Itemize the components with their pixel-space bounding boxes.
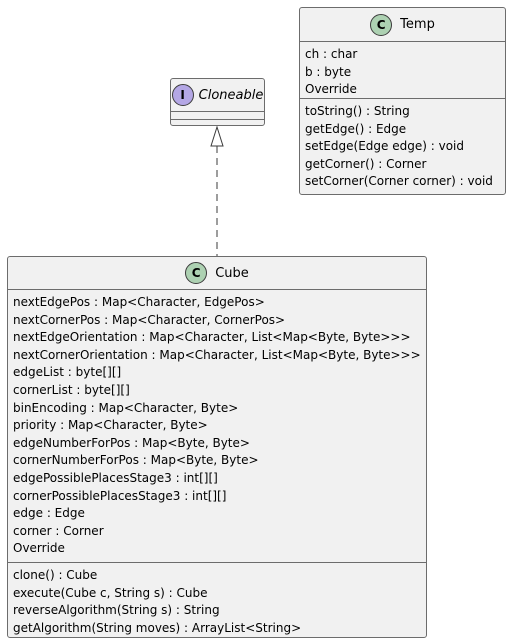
class-cube-header: C Cube xyxy=(8,257,426,289)
class-stereotype-icon: C xyxy=(185,262,208,284)
method-row: execute(Cube c, String s) : Cube xyxy=(13,585,208,600)
interface-cloneable[interactable]: I Cloneable xyxy=(170,78,265,126)
field-row: nextCornerPos : Map<Character, CornerPos… xyxy=(13,312,286,327)
field-row: edge : Edge xyxy=(13,506,85,521)
method-row: setEdge(Edge edge) : void xyxy=(305,139,464,154)
method-row: toString() : String xyxy=(305,104,410,118)
class-cube-methods: clone() : Cube execute(Cube c, String s)… xyxy=(8,562,426,639)
field-row: edgePossiblePlacesStage3 : int[][] xyxy=(13,470,218,485)
field-row: cornerNumberForPos : Map<Byte, Byte> xyxy=(13,453,259,468)
class-stereotype-icon: C xyxy=(370,13,393,36)
interface-cloneable-fields xyxy=(171,111,264,119)
class-temp-methods: toString() : String getEdge() : Edge set… xyxy=(300,98,505,193)
method-row: getEdge() : Edge xyxy=(305,121,407,136)
class-temp[interactable]: C Temp ch : char b : byte Override toStr… xyxy=(299,7,506,195)
field-row: cornerList : byte[][] xyxy=(13,382,130,397)
field-row: nextEdgeOrientation : Map<Character, Lis… xyxy=(13,330,411,345)
field-row: priority : Map<Character, Byte> xyxy=(13,418,208,433)
field-row: nextCornerOrientation : Map<Character, L… xyxy=(13,347,421,362)
interface-cloneable-methods xyxy=(171,119,264,125)
class-cube[interactable]: C Cube nextEdgePos : Map<Character, Edge… xyxy=(7,256,427,638)
method-row: reverseAlgorithm(String s) : String xyxy=(13,603,220,618)
interface-cloneable-name: Cloneable xyxy=(198,87,264,103)
method-row: setCorner(Corner corner) : void xyxy=(305,174,493,189)
field-row: cornerPossiblePlacesStage3 : int[][] xyxy=(13,488,227,503)
interface-stereotype-icon: I xyxy=(171,84,194,106)
field-row: ch : char xyxy=(305,47,358,61)
class-temp-header: C Temp xyxy=(300,8,505,41)
field-row: Override xyxy=(305,82,357,97)
class-cube-fields: nextEdgePos : Map<Character, EdgePos> ne… xyxy=(8,289,426,562)
method-row: getAlgorithm(String moves) : ArrayList<S… xyxy=(13,620,302,635)
field-row: corner : Corner xyxy=(13,523,104,538)
method-row: clone() : Cube xyxy=(13,568,98,582)
method-row: getCorner() : Corner xyxy=(305,156,427,171)
field-row: edgeNumberForPos : Map<Byte, Byte> xyxy=(13,435,250,450)
field-row: binEncoding : Map<Character, Byte> xyxy=(13,400,239,415)
field-row: nextEdgePos : Map<Character, EdgePos> xyxy=(13,295,265,309)
field-row: Override xyxy=(13,541,65,556)
class-temp-fields: ch : char b : byte Override xyxy=(300,41,505,98)
realization-arrowhead-icon xyxy=(210,125,224,147)
class-temp-name: Temp xyxy=(400,17,435,32)
class-cube-name: Cube xyxy=(215,265,249,281)
field-row: b : byte xyxy=(305,64,352,79)
field-row: edgeList : byte[][] xyxy=(13,365,122,380)
interface-cloneable-header: I Cloneable xyxy=(171,79,264,111)
